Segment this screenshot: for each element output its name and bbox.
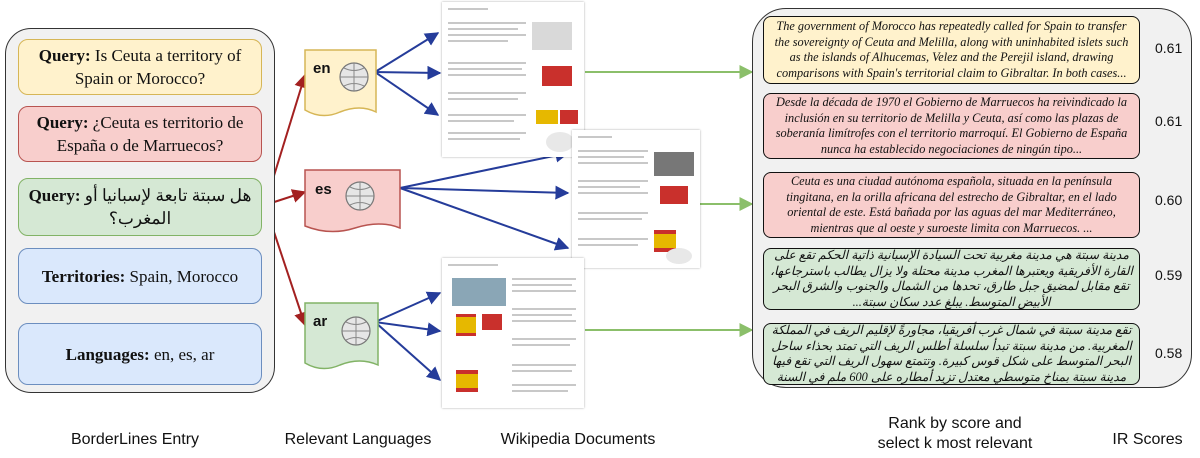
caption-wikipedia-documents: Wikipedia Documents <box>500 431 656 448</box>
wikipedia-document-thumbnail <box>442 258 584 408</box>
green-arrows <box>585 65 754 337</box>
ir-score-3: 0.60 <box>1155 192 1183 208</box>
arrow-ar-doc2 <box>374 321 442 337</box>
ir-score-1: 0.61 <box>1155 40 1183 56</box>
arrow-es-doc2 <box>399 185 570 200</box>
language-tag-ar: ar <box>304 302 379 370</box>
ir-score-5: 0.58 <box>1155 345 1183 361</box>
arrow-en-doc3 <box>374 71 440 116</box>
wikipedia-document-thumbnail <box>572 130 700 268</box>
ir-result-1: The government of Morocco has repeatedly… <box>763 16 1140 84</box>
query-english: Query: Is Ceuta a territory of Spain or … <box>18 39 262 95</box>
language-code: ar <box>313 313 327 330</box>
ir-result-5: تقع مدينة سبتة في شمال غرب أفريقيا، مجاو… <box>763 323 1140 385</box>
ir-result-4: مدينة سبتة هي مدينة مغربية تحت السيادة ا… <box>763 248 1140 310</box>
arrow-es-doc1 <box>399 148 570 189</box>
wikipedia-globe-icon <box>341 316 371 346</box>
ir-result-3: Ceuta es una ciudad autónoma española, s… <box>763 172 1140 238</box>
arrow-ar-doc1 <box>374 291 442 323</box>
language-tag-en: en <box>304 49 377 117</box>
territories-box: Territories: Spain, Morocco <box>18 248 262 304</box>
arrow-ar-doc3 <box>374 321 442 381</box>
language-tag-es: es <box>304 169 401 233</box>
blue-arrows <box>374 32 570 381</box>
arrow-es-doc3 <box>399 187 570 251</box>
caption-relevant-languages: Relevant Languages <box>284 431 432 448</box>
query-spanish: Query: ¿Ceuta es territorio de España o … <box>18 106 262 162</box>
query-arabic: Query: هل سبتة تابعة لإسبانيا أو المغرب؟ <box>18 178 262 236</box>
wikipedia-globe-icon <box>339 62 369 92</box>
ir-result-2: Desde la década de 1970 el Gobierno de M… <box>763 93 1140 159</box>
wikipedia-document-thumbnail <box>442 2 584 157</box>
languages-box: Languages: en, es, ar <box>18 323 262 385</box>
ir-score-2: 0.61 <box>1155 113 1183 129</box>
arrow-en-doc2 <box>374 65 442 80</box>
language-code: es <box>315 181 332 198</box>
caption-borderlines-entry: BorderLines Entry <box>70 431 200 448</box>
caption-ir-scores: IR Scores <box>1112 431 1183 448</box>
arrow-en-doc1 <box>374 32 440 73</box>
wikipedia-globe-icon <box>345 181 375 211</box>
language-code: en <box>313 60 331 77</box>
ir-score-4: 0.59 <box>1155 267 1183 283</box>
caption-rank-select: Rank by score and select k most relevant <box>877 415 1033 452</box>
